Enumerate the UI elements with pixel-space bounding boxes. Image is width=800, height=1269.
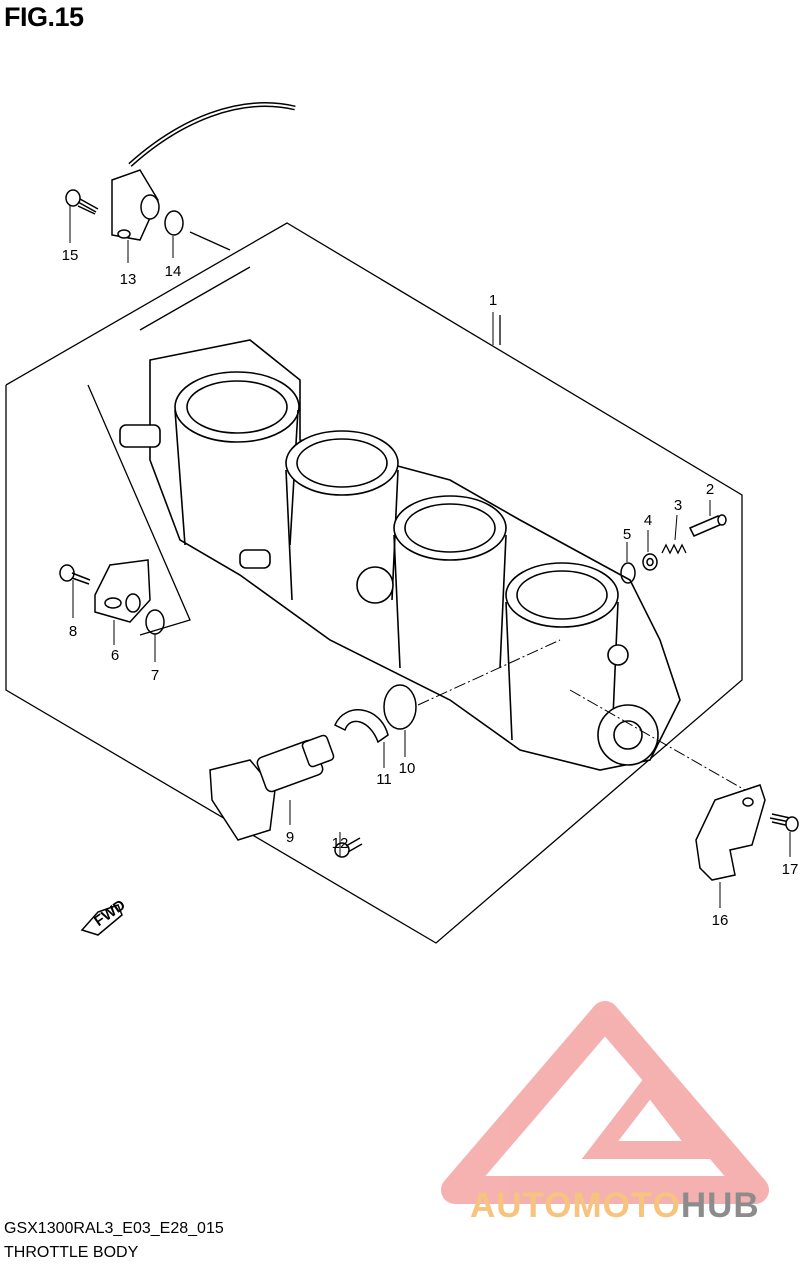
part-labels: 1 2 3 4 5 6 7 8 9 10 11 12 13 14 15 16 1… [62, 247, 799, 929]
part-label-2: 2 [706, 481, 714, 498]
part-label-10: 10 [399, 760, 416, 777]
watermark-text-b: HUB [680, 1186, 760, 1225]
part-label-15: 15 [62, 247, 79, 264]
part-17-screw [769, 813, 799, 832]
part-9-idle-valve [209, 734, 335, 841]
part-label-3: 3 [674, 497, 682, 514]
watermark-text-a: AUTOMOTO [470, 1186, 681, 1225]
watermark-logo-icon [441, 1001, 769, 1204]
part-label-16: 16 [712, 912, 729, 929]
part-13-sensor [111, 102, 296, 241]
part-label-12: 12 [332, 835, 349, 852]
diagram-code: GSX1300RAL3_E03_E28_015 [4, 1220, 224, 1237]
part-label-1: 1 [489, 292, 497, 309]
part-label-5: 5 [623, 526, 631, 543]
part-14-o-ring [164, 210, 184, 236]
part-2-screw [688, 514, 727, 537]
part-12-screw [334, 837, 363, 858]
figure-title: FIG.15 [4, 2, 84, 32]
forward-arrow-icon: FWD [80, 896, 129, 936]
part-8-screw [59, 564, 91, 585]
part-label-7: 7 [151, 667, 159, 684]
part-label-6: 6 [111, 647, 119, 664]
part-label-4: 4 [644, 512, 652, 529]
part-11-clamp [334, 709, 389, 744]
part-label-9: 9 [286, 829, 294, 846]
part-label-8: 8 [69, 623, 77, 640]
part-5-o-ring [620, 562, 636, 584]
center-lines [417, 639, 746, 791]
assembly-outline [5, 222, 743, 944]
part-10-o-ring [383, 684, 417, 730]
diagram-name: THROTTLE BODY [4, 1244, 139, 1261]
part-6-sensor [94, 559, 151, 623]
part-16-bracket [695, 784, 766, 881]
throttle-body-icon [119, 339, 681, 771]
part-label-14: 14 [165, 263, 182, 280]
leader-lines [69, 205, 791, 908]
part-label-11: 11 [376, 771, 392, 788]
watermark-text: AUTOMOTOHUB [470, 1186, 760, 1226]
part-label-13: 13 [120, 271, 137, 288]
part-15-screw [65, 189, 99, 215]
part-4-washer [642, 553, 658, 571]
part-3-spring [661, 543, 687, 555]
part-label-17: 17 [782, 861, 799, 878]
